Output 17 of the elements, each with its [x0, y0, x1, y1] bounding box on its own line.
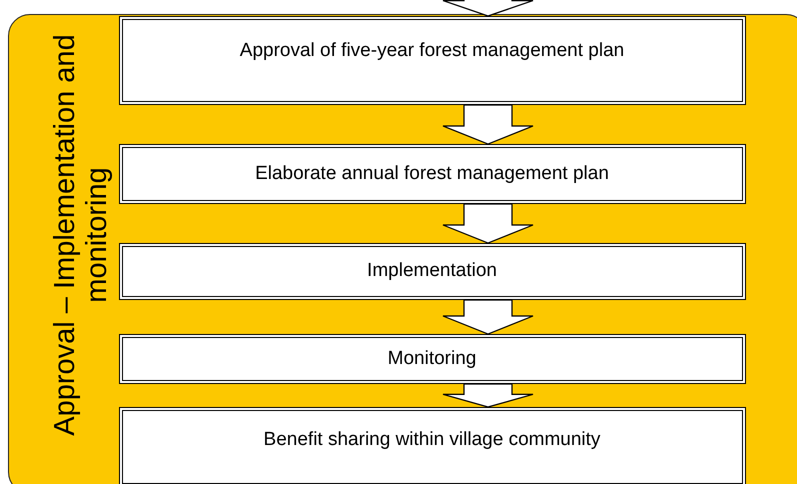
- phase-band: [8, 14, 797, 484]
- block-arrow: [442, 383, 534, 408]
- step-label: Elaborate annual forest management plan: [255, 162, 609, 184]
- process-box: [118, 406, 746, 484]
- process-box: [118, 242, 746, 300]
- block-arrow: [442, 0, 534, 17]
- phase-label: Approval – Implementation and monitoring: [49, 33, 113, 438]
- process-box: [118, 16, 746, 104]
- block-arrow: [442, 104, 534, 145]
- block-arrow: [442, 203, 534, 244]
- step-label: Monitoring: [388, 348, 476, 370]
- step-label: Benefit sharing within village community: [264, 428, 600, 450]
- step-label: Implementation: [367, 260, 497, 282]
- process-box: [118, 144, 746, 204]
- process-box: [118, 334, 746, 384]
- step-label: Approval of five-year forest management plan: [240, 40, 624, 62]
- block-arrow: [442, 299, 534, 335]
